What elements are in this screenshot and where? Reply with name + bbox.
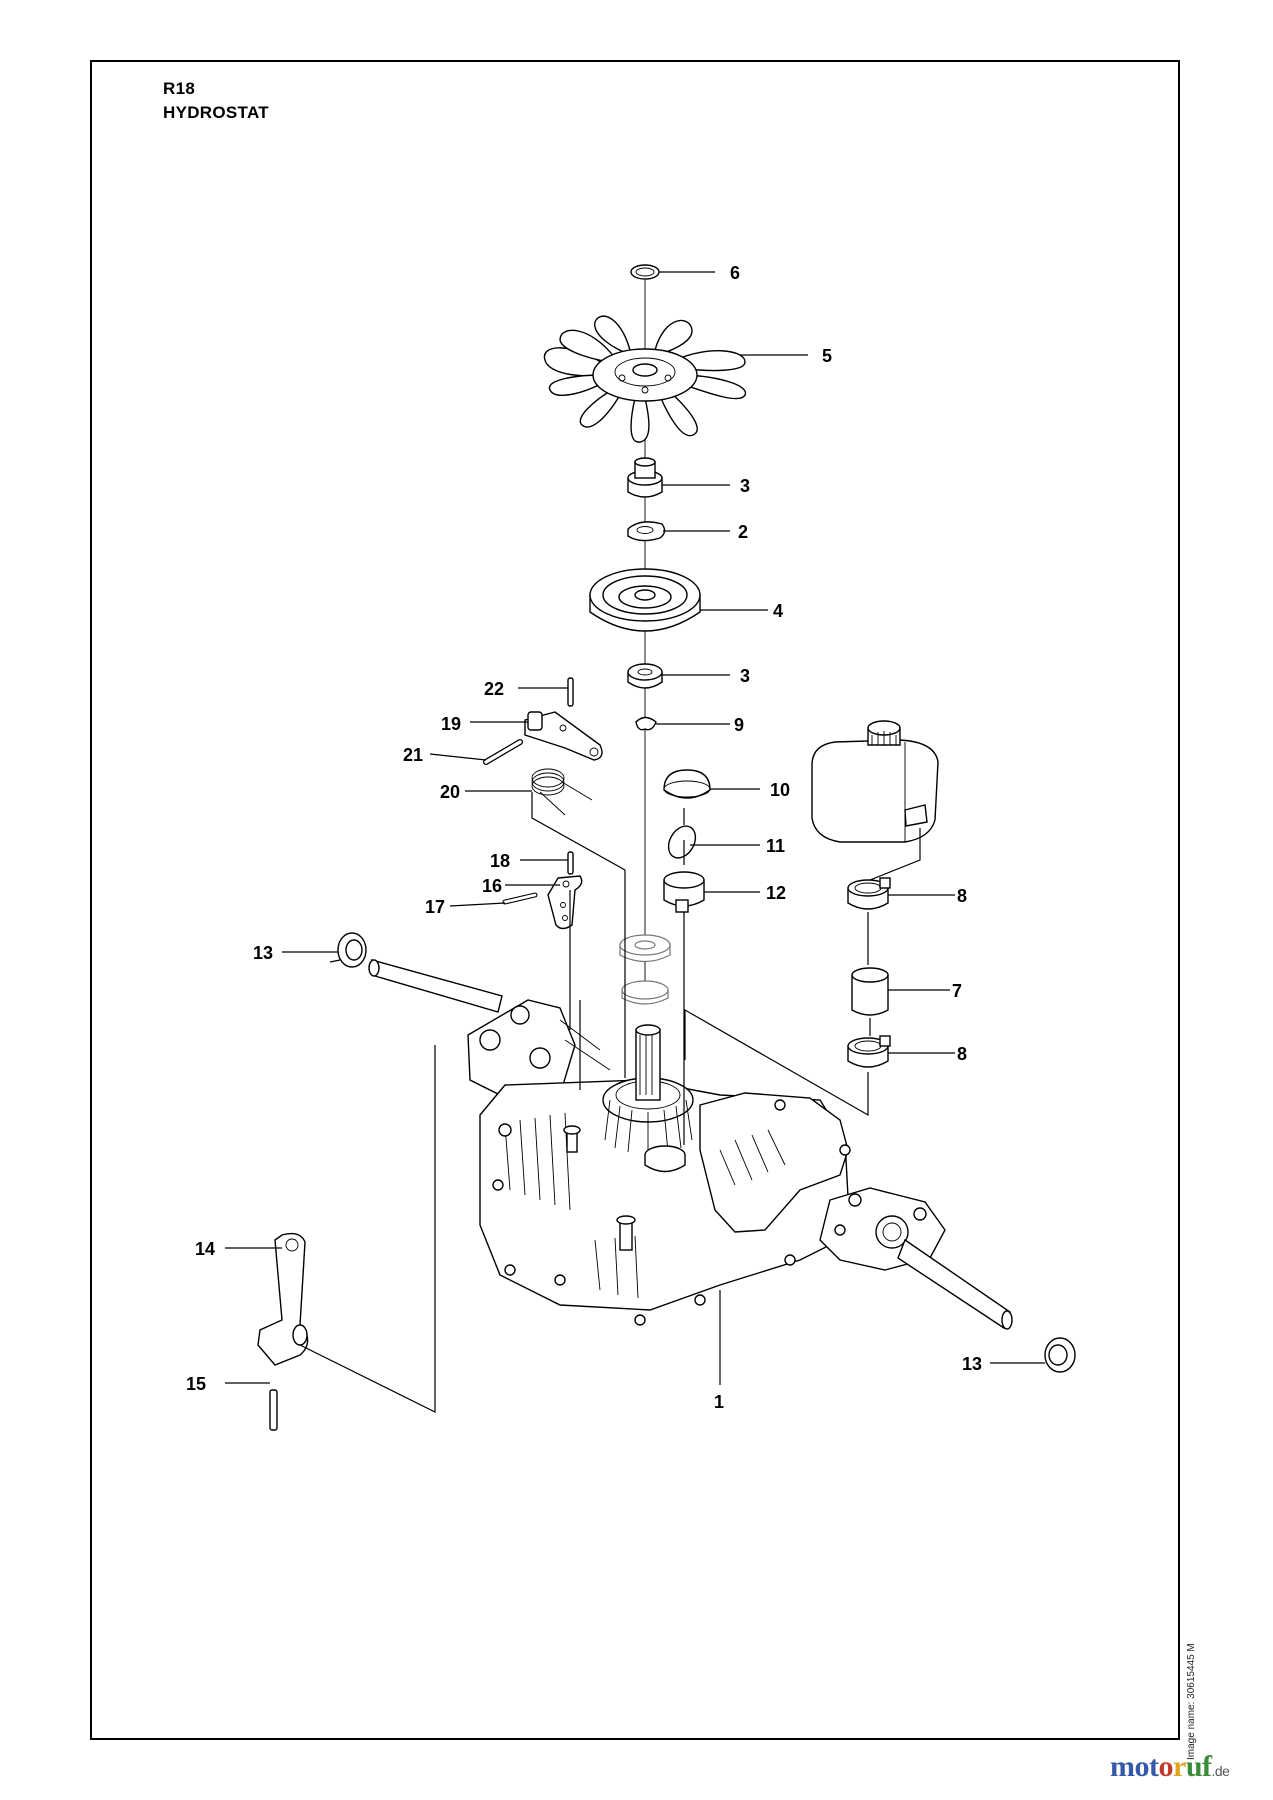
part-22-pin [567, 677, 574, 707]
brand-part-2: o [1158, 1750, 1173, 1783]
callout-4: 4 [773, 601, 783, 621]
part-14-lever [257, 1232, 309, 1366]
callout-labels: 6 5 3 2 4 3 9 22 19 21 20 10 11 12 18 16… [186, 263, 982, 1412]
callout-13-right: 13 [962, 1354, 982, 1374]
right-axle [897, 1238, 1013, 1330]
callout-2: 2 [738, 522, 748, 542]
part-13-axle-seal-left [337, 932, 367, 968]
callout-15: 15 [186, 1374, 206, 1394]
drawing-frame [90, 60, 1180, 1740]
brand-logo[interactable]: motoruf.de [1110, 1750, 1230, 1784]
callout-16: 16 [482, 876, 502, 896]
part-8-clamp-upper [847, 877, 891, 910]
part-5-fan [543, 315, 747, 443]
part-20-spring [531, 768, 593, 816]
callout-1: 1 [714, 1392, 724, 1412]
part-4-pulley [589, 568, 701, 632]
callout-3-lower: 3 [740, 666, 750, 686]
part-2-washer [627, 521, 666, 542]
callout-6: 6 [730, 263, 740, 283]
part-12-bushing [663, 871, 705, 913]
part-7-hose [851, 967, 889, 1016]
callout-8-upper: 8 [957, 886, 967, 906]
part-16-lever [547, 875, 583, 930]
callout-17: 17 [425, 897, 445, 917]
callout-18: 18 [490, 851, 510, 871]
part-11-filter [667, 825, 697, 859]
callout-12: 12 [766, 883, 786, 903]
part-3-nut-upper [627, 457, 663, 498]
shaft-bearing-rings [619, 934, 671, 1005]
part-13-axle-seal-right [1044, 1337, 1076, 1373]
image-name-label: Image name: 30615445 M [1186, 1643, 1197, 1760]
part-8-clamp-lower [847, 1035, 891, 1068]
brand-tld: .de [1211, 1763, 1230, 1779]
part-19-control-arm [524, 711, 603, 761]
callout-leaders [225, 271, 1045, 1385]
left-axle [368, 959, 503, 1013]
model-title: R18 [163, 79, 196, 98]
part-10-cap [663, 769, 711, 799]
section-title: HYDROSTAT [163, 103, 269, 122]
callout-7: 7 [952, 981, 962, 1001]
callout-11: 11 [766, 836, 785, 856]
callout-20: 20 [440, 782, 460, 802]
brand-part-1: mot [1110, 1750, 1159, 1783]
part-18-pin [567, 851, 574, 875]
callout-9: 9 [734, 715, 744, 735]
oil-reservoir [811, 720, 939, 843]
callout-21: 21 [403, 745, 423, 765]
part-3-nut-lower [627, 663, 663, 689]
callout-8-lower: 8 [957, 1044, 967, 1064]
callout-13-left: 13 [253, 943, 273, 963]
callout-3-upper: 3 [740, 476, 750, 496]
callout-10: 10 [770, 780, 790, 800]
part-15-pin [269, 1389, 278, 1431]
part-9-clip [635, 716, 657, 731]
part-6-ring [630, 264, 660, 280]
assembly-leader-lines [299, 792, 921, 1413]
callout-5: 5 [822, 346, 832, 366]
brand-part-4: uf [1185, 1750, 1212, 1783]
brand-part-3: r [1172, 1750, 1186, 1783]
part-1-transaxle-housing [467, 999, 946, 1326]
callout-19: 19 [441, 714, 461, 734]
callout-22: 22 [484, 679, 504, 699]
callout-14: 14 [195, 1239, 215, 1259]
